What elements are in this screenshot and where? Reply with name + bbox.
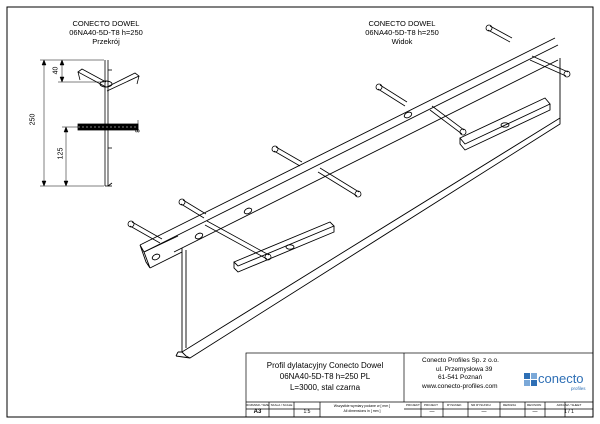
project-label: PROJECT [424,403,439,407]
drawing-no-value: — [481,409,487,415]
sheet-value: 1 / 1 [564,409,574,415]
dowel-plate-front [233,221,335,273]
scale-label: SKALA / SCALE [270,403,293,407]
iso-caption: Widok [391,37,413,46]
dim-lower-label: 125 [57,147,65,160]
drawing-no-label: NR RYSUNKU [471,403,491,407]
revision-label: REVISION [527,403,542,407]
product-line3: L=3000, stal czarna [289,383,361,392]
company-web: www.conecto-profiles.com [422,382,498,390]
dimension-note-en: All dimensions in [ mm ] [343,409,381,413]
section-title-line2: 06NA40-5D-T8 h=250 [69,28,143,37]
title-block-grid [245,352,594,418]
product-description: Profil dylatacyjny Conecto Dowel 06NA40-… [250,360,400,393]
dowel-plate-rear [459,97,551,151]
section-title: CONECTO DOWEL 06NA40-5D-T8 h=250 Przekró… [48,19,164,46]
section-title-line1: CONECTO DOWEL [72,19,140,28]
logo-sub: profiles [571,386,586,391]
iso-title-line2: 06NA40-5D-T8 h=250 [365,28,439,37]
dimension-note-pl: Wszystkie wymiary podane w [ mm ] [333,404,391,408]
company-street: ul. Przemysłowa 39 [436,365,493,373]
dowel-bars [127,24,571,261]
rewizja-label: REWIZJA [503,403,517,407]
iso-title: CONECTO DOWEL 06NA40-5D-T8 h=250 Widok [342,19,462,46]
product-line2: 06NA40-5D-T8 h=250 PL [279,372,371,381]
sheet-label: ARKUSZ / SHEET [556,403,582,407]
dim-plate-label: 8 [135,129,142,133]
format-value: A3 [253,409,262,415]
sheet-frame [6,6,594,418]
revision-value: — [532,409,538,415]
dimension-note: Wszystkie wymiary podane w [ mm ] All di… [320,404,404,414]
iso-title-line1: CONECTO DOWEL [368,19,436,28]
dim-top-label: 40 [52,66,60,75]
section-caption: Przekrój [92,37,120,46]
product-line1: Profil dylatacyjny Conecto Dowel [266,361,384,370]
dim-total-label: 250 [29,113,37,126]
company-address: Conecto Profiles Sp. z o.o. ul. Przemysł… [422,357,499,391]
rysunek-label: RYSUNEK [447,403,462,407]
company-city: 61-541 Poznań [438,374,483,381]
logo-word: conecto [538,371,584,386]
format-label: ROZMIAR / SIZE [246,403,270,407]
project-value: — [429,409,435,415]
conecto-logo-icon [524,373,537,386]
section-view [77,60,140,187]
scale-value: 1:5 [303,409,311,415]
section-dimensions [40,59,139,187]
company-name: Conecto Profiles Sp. z o.o. [422,357,499,364]
main-plate [139,37,561,359]
projekt-label: PROJEKT [406,403,420,407]
